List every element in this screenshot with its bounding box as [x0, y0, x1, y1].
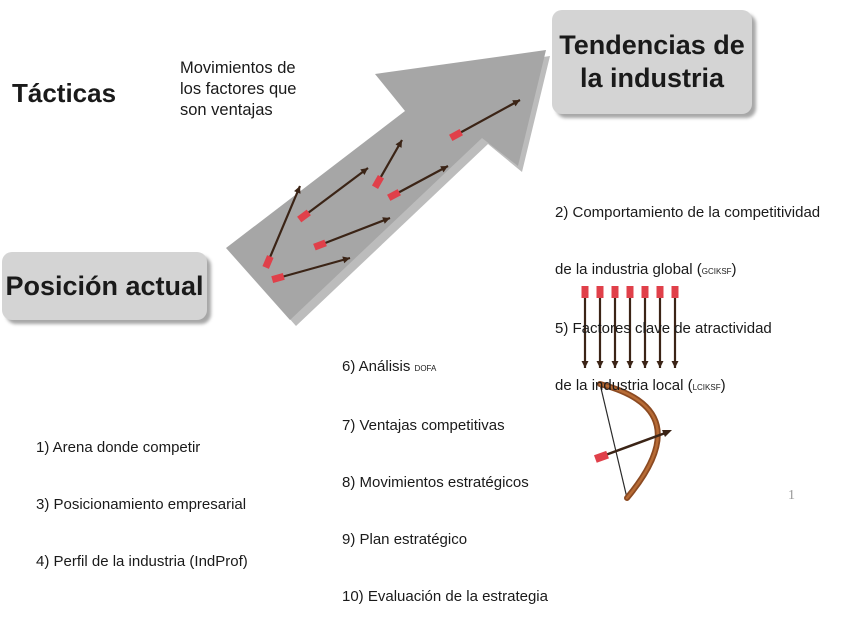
small-arrow-icon	[626, 286, 634, 368]
small-arrow-icon	[611, 286, 619, 368]
small-arrow-icon	[641, 286, 649, 368]
list-item: de la industria global (gciksf)	[555, 261, 737, 278]
bow-and-arrow-icon	[593, 381, 672, 501]
list-item: 8) Movimientos estratégicos	[342, 474, 529, 491]
posicion-actual-label: Posición actual	[5, 270, 204, 301]
movimientos-line: son ventajas	[180, 101, 273, 119]
small-arrow-icon	[596, 286, 604, 368]
small-arrow-icon	[371, 139, 403, 189]
list-item: 5) Factores clave de atractividad	[555, 320, 772, 337]
tendencias-box: Tendencias de la industria	[552, 10, 752, 114]
small-arrow-icon	[387, 165, 449, 201]
small-arrow-icon	[671, 286, 679, 368]
small-arrows	[262, 99, 521, 283]
movimientos-line: los factores que	[180, 80, 297, 98]
page-number: 1	[788, 488, 795, 503]
arrow-quiver	[581, 286, 679, 368]
tacticas-label: Tácticas	[12, 78, 117, 108]
list-item: 9) Plan estratégico	[342, 531, 468, 548]
small-arrow-icon	[656, 286, 664, 368]
movimientos-text: Movimientos de los factores que son vent…	[180, 58, 296, 121]
movimientos-line: Movimientos de	[180, 59, 296, 77]
estrategia-list: 6) Análisis dofa 7) Ventajas competitiva…	[342, 319, 548, 625]
list-item: 6) Análisis dofa	[342, 358, 437, 375]
posicion-list: 1) Arena donde competir 3) Posicionamien…	[36, 400, 248, 590]
list-item: 3) Posicionamiento empresarial	[36, 496, 247, 513]
list-item: 1) Arena donde competir	[36, 439, 201, 456]
small-arrow-icon	[271, 256, 351, 283]
big-arrow	[226, 50, 546, 320]
small-arrow-icon	[313, 216, 391, 251]
small-arrow-icon	[262, 185, 302, 269]
list-item: de la industria local (lciksf)	[555, 377, 726, 394]
small-arrow-icon	[297, 167, 369, 223]
list-item: 10) Evaluación de la estrategia	[342, 588, 548, 605]
small-arrow-icon	[449, 99, 521, 141]
diagram-graphics	[226, 50, 679, 501]
tendencias-line: la industria	[579, 63, 725, 93]
list-item: 2) Comportamiento de la competitividad	[555, 204, 821, 221]
list-item: 7) Ventajas competitivas	[342, 417, 505, 434]
tendencias-line: Tendencias de	[559, 30, 745, 60]
tendencias-list: 2) Comportamiento de la competitividad d…	[555, 165, 820, 416]
list-item: 4) Perfil de la industria (IndProf)	[36, 553, 248, 570]
small-arrow-icon	[581, 286, 589, 368]
posicion-actual-box: Posición actual	[2, 252, 207, 320]
